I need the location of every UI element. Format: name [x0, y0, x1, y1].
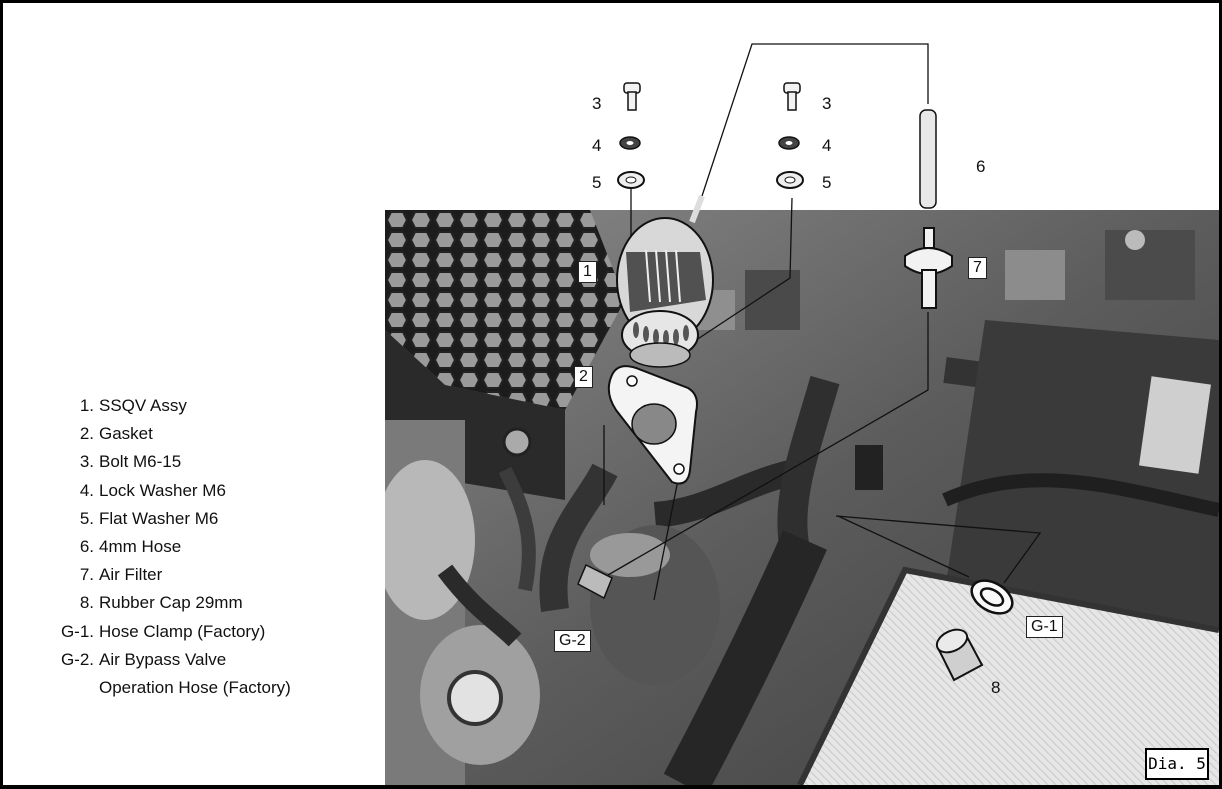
callout-hose: 6 — [976, 157, 986, 176]
callout-rubber-cap: 8 — [991, 678, 1001, 697]
callout-flat-washer-left: 5 — [592, 173, 602, 192]
callout-ssqv: 1 — [578, 261, 597, 283]
legend-item: 4.Lock Washer M6 — [79, 480, 226, 500]
engine-bay-illustration — [385, 210, 1219, 785]
legend-item: 5.Flat Washer M6 — [79, 508, 219, 528]
legend-item: 6.4mm Hose — [79, 537, 182, 557]
parts-legend: 1.SSQV Assy 2.Gasket 3.Bolt M6-15 4.Lock… — [46, 392, 376, 702]
legend-item: 7.Air Filter — [79, 565, 163, 585]
callout-lock-washer-left: 4 — [592, 136, 602, 155]
bypass-hose-end-part — [577, 563, 613, 600]
leader-clamp-a — [835, 515, 1042, 584]
legend-item: 8.Rubber Cap 29mm — [79, 593, 243, 613]
hose-clamp-part — [970, 579, 1014, 615]
callout-bolt-left: 3 — [592, 94, 602, 113]
callout-gasket: 2 — [574, 366, 593, 388]
callout-air-filter: 7 — [968, 257, 987, 279]
rubber-cap-part — [935, 628, 984, 682]
legend-item: 3.Bolt M6-15 — [79, 452, 182, 472]
legend-item: G-2.Air Bypass Valve — [60, 649, 227, 669]
air-filter-part — [904, 227, 953, 309]
engine-bay-photo — [385, 210, 1219, 785]
leader-clamp-b — [837, 515, 970, 578]
leader-gasket-right — [653, 469, 681, 601]
legend-item-continuation: Operation Hose (Factory) — [99, 678, 291, 698]
legend-item: 1.SSQV Assy — [79, 396, 187, 415]
ssqv-assembly-part — [616, 194, 714, 368]
leader-right-fasteners — [671, 197, 793, 357]
callout-lock-washer-right: 4 — [822, 136, 832, 155]
bolt-right-part — [783, 82, 801, 111]
leader-hose-6 — [701, 43, 929, 197]
callout-bypass-hose: G-2 — [554, 630, 591, 652]
callout-flat-washer-right: 5 — [822, 173, 832, 192]
diagram-number-label: Dia. 5 — [1145, 748, 1209, 780]
callout-hose-clamp: G-1 — [1026, 616, 1063, 638]
legend-item: 2.Gasket — [79, 424, 153, 444]
gasket-part — [607, 365, 698, 485]
legend-item: G-1.Hose Clamp (Factory) — [60, 621, 266, 641]
leader-filter-to-g2 — [607, 312, 929, 576]
hose-4mm-part — [919, 109, 937, 209]
bolt-left-part — [623, 82, 641, 111]
callout-bolt-right: 3 — [822, 94, 832, 113]
